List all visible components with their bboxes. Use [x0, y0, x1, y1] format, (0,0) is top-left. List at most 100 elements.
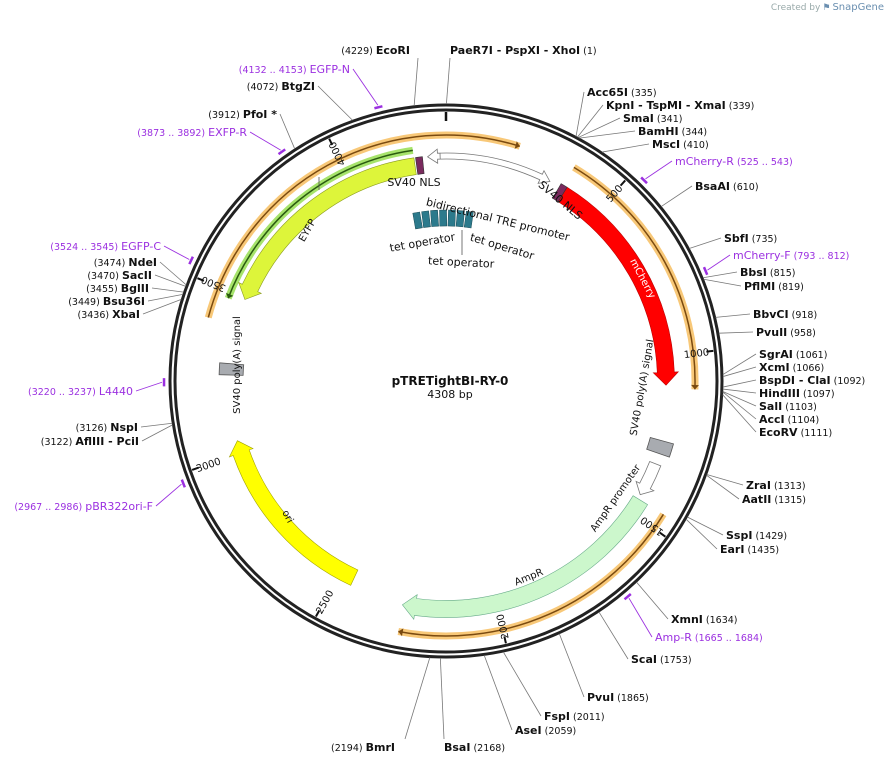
- enzyme-leader-line: [718, 331, 754, 334]
- enzyme-name: KpnI - TspMI - XmaI: [606, 99, 726, 112]
- enzyme-name: SbfI: [724, 232, 749, 245]
- enzyme-site-label: (3912) PfoI *: [208, 108, 277, 121]
- feature-sv40-polya-left: [218, 362, 245, 376]
- orf-arc-ampr: [398, 513, 665, 637]
- enzyme-site-label: SbfI (735): [724, 232, 777, 245]
- enzyme-leader-line: [715, 313, 751, 318]
- enzyme-site-label: BbvCI (918): [753, 308, 817, 321]
- primer-name: mCherry-R: [675, 155, 734, 168]
- primer-range: (525 .. 543): [734, 157, 793, 168]
- primer-range: (793 .. 812): [791, 251, 850, 262]
- feature-sv40-polya-right: [646, 437, 674, 458]
- primer-range: (3524 .. 3545): [50, 242, 121, 253]
- enzyme-site-label: BamHI (344): [638, 125, 707, 138]
- feature-label: SV40 NLS: [387, 176, 440, 189]
- snapgene-credit: Created by ⚑ SnapGene: [771, 2, 884, 13]
- primer-label: mCherry-R (525 .. 543): [675, 155, 793, 168]
- tick-mark: [191, 466, 200, 471]
- enzyme-leader-line: [317, 85, 353, 121]
- enzyme-position: (3122): [41, 437, 76, 448]
- primer-binding-mark: [188, 256, 195, 265]
- enzyme-position: (1): [580, 46, 596, 57]
- enzyme-leader-line: [579, 130, 636, 139]
- enzyme-position: (1103): [782, 402, 817, 413]
- feature-eyfp: [238, 157, 417, 300]
- primer-range: (1665 .. 1684): [692, 633, 763, 644]
- enzyme-leader-line: [722, 388, 757, 394]
- feature-label: tet operator: [428, 254, 495, 270]
- enzyme-site-label: KpnI - TspMI - XmaI (339): [606, 99, 754, 112]
- enzyme-name: BtgZI: [281, 80, 315, 93]
- enzyme-site-label: BsaAI (610): [695, 180, 759, 193]
- backbone-outer: [168, 103, 724, 659]
- primer-range: (2967 .. 2986): [14, 502, 85, 513]
- enzyme-site-label: PflMI (819): [744, 280, 804, 293]
- enzyme-leader-line: [404, 657, 431, 740]
- enzyme-site-label: BbsI (815): [740, 266, 795, 279]
- feature-ampr: [401, 495, 649, 621]
- primer-label: Amp-R (1665 .. 1684): [655, 631, 763, 644]
- enzyme-name: XbaI: [112, 308, 140, 321]
- primer-name: EXFP-R: [208, 126, 247, 139]
- enzyme-name: SmaI: [623, 112, 654, 125]
- enzyme-position: (1097): [800, 389, 835, 400]
- enzyme-leader-line: [151, 287, 184, 293]
- enzyme-position: (3455): [86, 284, 121, 295]
- enzyme-site-label: (3474) NdeI: [94, 256, 157, 269]
- primer-label: (3524 .. 3545) EGFP-C: [50, 240, 161, 253]
- enzyme-name: NdeI: [128, 256, 157, 269]
- enzyme-site-label: PvuI (1865): [587, 691, 649, 704]
- enzyme-leader-line: [279, 113, 296, 150]
- credit-prefix: Created by: [770, 2, 821, 13]
- enzyme-position: (4072): [247, 82, 282, 93]
- enzyme-position: (1111): [798, 428, 833, 439]
- enzyme-name: BbvCI: [753, 308, 789, 321]
- enzyme-site-label: (3470) SacII: [87, 269, 152, 282]
- primer-leader-line: [645, 160, 673, 180]
- enzyme-site-label: (2194) BmrI: [331, 741, 395, 754]
- tick-mark: [315, 609, 321, 617]
- tick-mark: [328, 138, 334, 146]
- enzyme-site-label: ZraI (1313): [746, 479, 806, 492]
- primer-name: EGFP-N: [310, 63, 350, 76]
- enzyme-leader-line: [722, 394, 757, 433]
- enzyme-position: (2168): [470, 743, 505, 754]
- primer-name: Amp-R: [655, 631, 692, 644]
- credit-brand: SnapGene: [832, 2, 884, 13]
- orf-arrowhead-icon: [226, 292, 234, 299]
- enzyme-site-label: (3449) Bsu36I: [68, 295, 145, 308]
- enzyme-site-label: BsaI (2168): [444, 741, 505, 754]
- primer-binding-mark: [374, 105, 383, 110]
- primer-binding-mark: [277, 148, 286, 156]
- feature-tet-operator: [447, 209, 456, 227]
- enzyme-position: (1313): [771, 481, 806, 492]
- enzyme-position: (1435): [744, 545, 779, 556]
- enzyme-position: (344): [679, 127, 708, 138]
- enzyme-site-label: EarI (1435): [720, 543, 779, 556]
- feature-tet-operator: [421, 210, 431, 228]
- enzyme-name: XmnI: [671, 613, 703, 626]
- enzyme-name: ZraI: [746, 479, 771, 492]
- enzyme-position: (3470): [87, 271, 122, 282]
- enzyme-site-label: (4072) BtgZI: [247, 80, 315, 93]
- tick-label: 1000: [683, 347, 710, 361]
- enzyme-leader-line: [722, 379, 757, 388]
- enzyme-name: BmrI: [366, 741, 395, 754]
- enzyme-name: EcoRV: [759, 426, 798, 439]
- enzyme-site-label: SgrAI (1061): [759, 348, 827, 361]
- enzyme-position: (3126): [76, 423, 111, 434]
- enzyme-site-label: XmnI (1634): [671, 613, 737, 626]
- enzyme-name: BspDI - ClaI: [759, 374, 831, 387]
- enzyme-name: XcmI: [759, 361, 790, 374]
- enzyme-leader-line: [722, 391, 757, 420]
- enzyme-name: BamHI: [638, 125, 679, 138]
- enzyme-name: AflIII - PciI: [75, 435, 139, 448]
- enzyme-position: (1066): [790, 363, 825, 374]
- enzyme-position: (2011): [570, 712, 605, 723]
- enzyme-site-label: (3436) XbaI: [78, 308, 140, 321]
- enzyme-leader-line: [577, 104, 604, 138]
- enzyme-name: SacII: [122, 269, 152, 282]
- backbone-inner: [173, 108, 719, 654]
- enzyme-position: (815): [767, 268, 796, 279]
- enzyme-position: (1634): [703, 615, 738, 626]
